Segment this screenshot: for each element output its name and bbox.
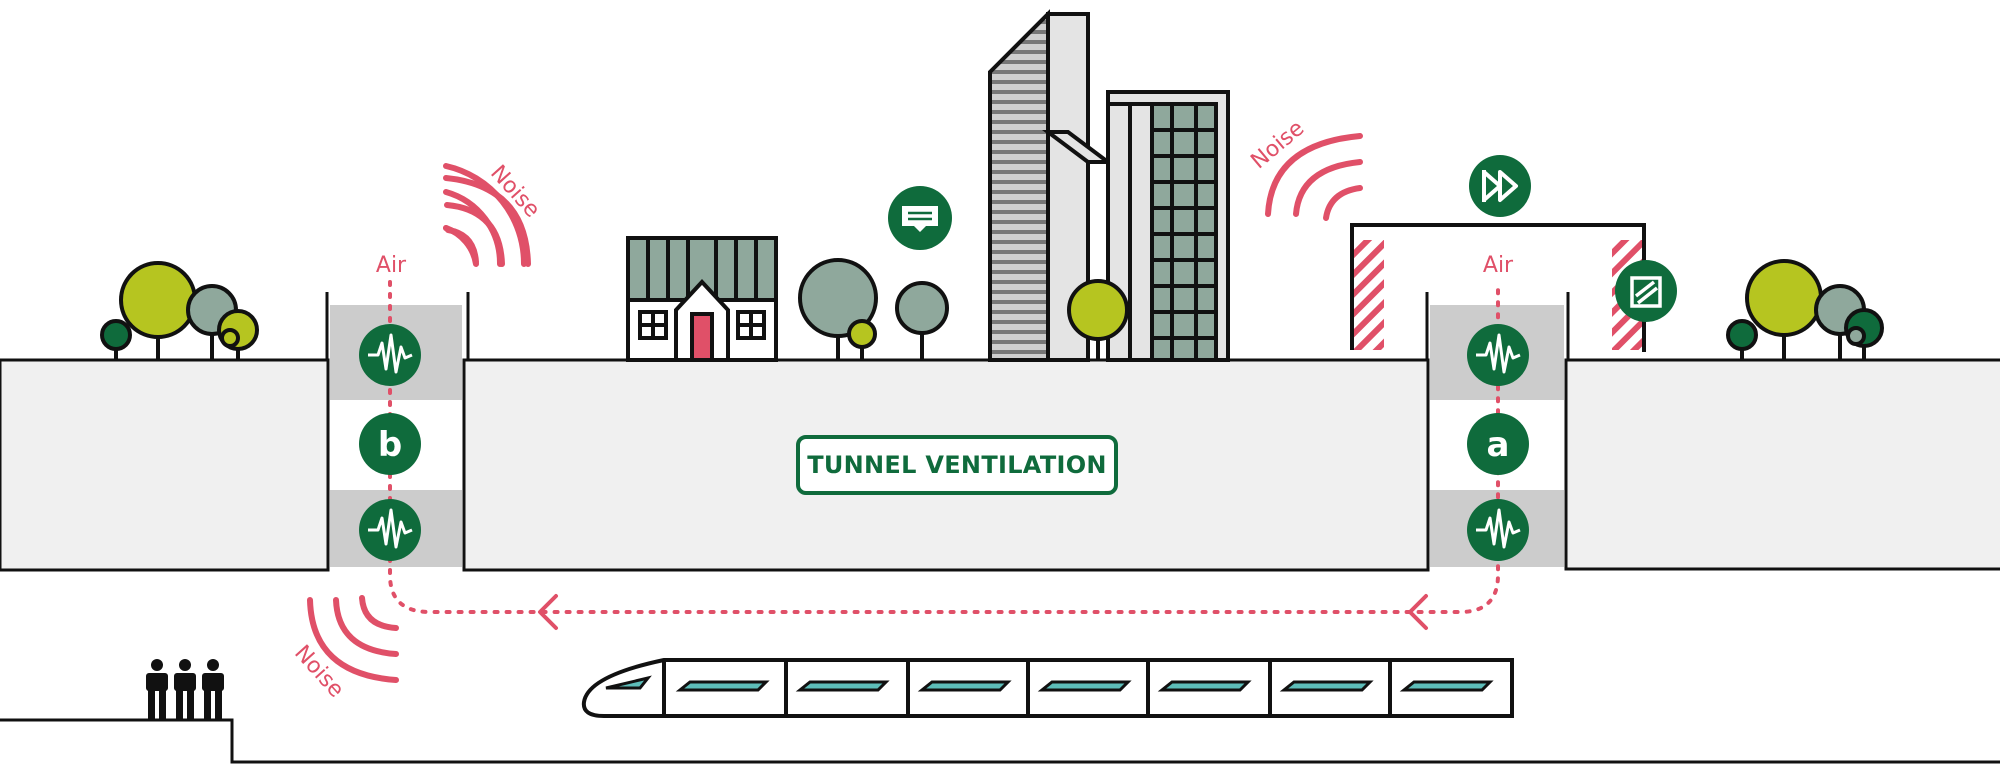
silencer-icon	[359, 324, 421, 386]
tree-near-tower	[1067, 279, 1129, 360]
fast-forward-icon	[1469, 155, 1531, 217]
silencer-icon	[359, 499, 421, 561]
shaft-letter-right: a	[1487, 425, 1510, 465]
ground-block-left	[0, 358, 330, 572]
tree-group-left	[100, 261, 259, 360]
train-windows	[675, 680, 1494, 692]
tree-group-right	[1726, 259, 1884, 360]
title-box: TUNNEL VENTILATION	[796, 435, 1118, 495]
noise-label-bottom-left: Noise	[289, 641, 348, 703]
noise-waves-left-top-arcs	[443, 175, 531, 267]
silencer-icon	[1467, 324, 1529, 386]
noise-label-right-top: Noise	[1246, 116, 1309, 174]
flow-arrow-icon	[538, 594, 1428, 630]
house	[626, 236, 778, 362]
silencer-icon	[1467, 499, 1529, 561]
shaft-letter-badge-right: a	[1467, 413, 1529, 475]
tree-group-center	[798, 258, 949, 360]
ground-block-right	[1564, 358, 2000, 571]
air-flow-path	[388, 280, 1500, 614]
people-icon	[146, 659, 224, 719]
shaft-letter-left: b	[378, 425, 402, 465]
air-label-right: Air	[1483, 253, 1514, 278]
filter-icon	[1615, 260, 1677, 322]
noise-waves-right-top	[1265, 133, 1363, 221]
platform	[0, 718, 2000, 764]
air-label-left: Air	[376, 253, 407, 278]
message-icon	[888, 186, 952, 250]
diagram-title: TUNNEL VENTILATION	[807, 451, 1107, 479]
noise-waves-bottom-left	[307, 595, 399, 683]
shaft-letter-badge-left: b	[359, 413, 421, 475]
